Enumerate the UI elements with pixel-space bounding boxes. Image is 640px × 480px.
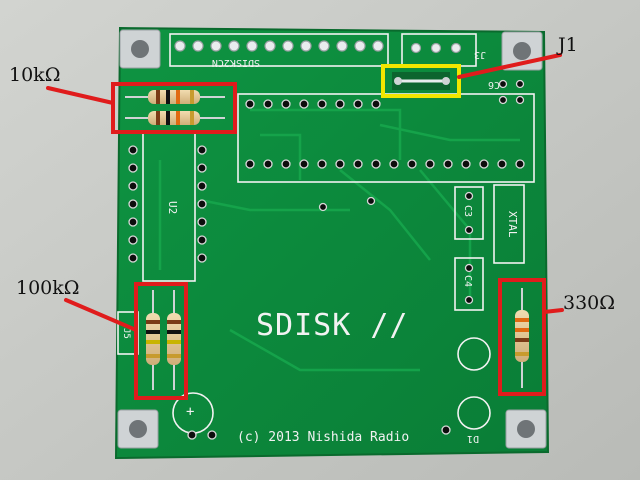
- silk-j5: J5: [121, 328, 131, 339]
- silk-c3: C3: [462, 205, 473, 217]
- label-330-ohm: 330Ω: [563, 292, 616, 314]
- copyright-text: (c) 2013 Nishida Radio: [237, 430, 409, 445]
- silk-c4: C4: [462, 275, 473, 287]
- highlight-boxes: [111, 64, 546, 400]
- highlight-j1: [381, 64, 461, 98]
- resistor-330: [515, 288, 529, 388]
- board-title: SDISK //: [256, 308, 409, 343]
- left-pin-column: [128, 145, 207, 263]
- label-100k-ohm: 100kΩ: [16, 277, 80, 299]
- highlight-10k: [111, 82, 237, 134]
- resistor-10k-pair: [125, 90, 225, 125]
- misc-pads: [187, 79, 525, 440]
- ic-pads-main: [245, 99, 525, 169]
- highlight-330: [498, 278, 546, 396]
- label-10k-ohm: 10kΩ: [9, 64, 61, 86]
- board-name: SDISK2CN: [212, 57, 260, 68]
- jumper-j1: [392, 72, 450, 90]
- highlight-100k: [134, 282, 188, 400]
- header-pins-top: [174, 40, 462, 54]
- callout-lines: [46, 53, 564, 332]
- pcb-board: [114, 26, 550, 460]
- silk-plus: +: [186, 404, 194, 420]
- silk-j3: J3: [474, 49, 486, 60]
- silk-xtal: XTAL: [506, 211, 519, 238]
- silk-c6: C6: [488, 79, 500, 90]
- resistor-100k-pair: [146, 290, 181, 390]
- silk-d1: D1: [467, 433, 479, 444]
- silk-u2: U2: [166, 201, 179, 214]
- label-j1: J1: [558, 34, 578, 56]
